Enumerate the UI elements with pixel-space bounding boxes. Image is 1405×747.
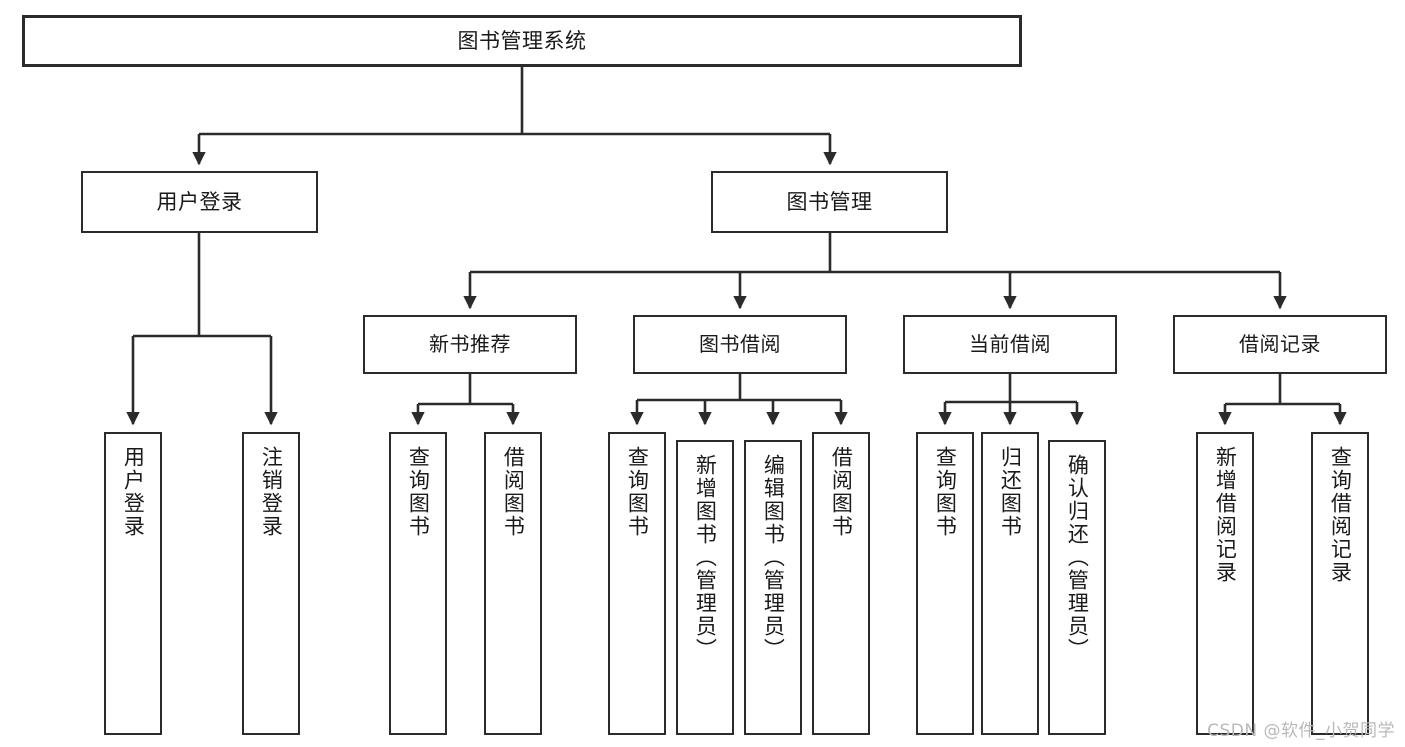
node-leaf-user-login[interactable]: 用户登录 (104, 432, 162, 735)
node-leaf-add-book-label: 新增图书（管理员） (693, 454, 718, 661)
node-leaf-borrow-book-1-label: 借阅图书 (501, 446, 526, 538)
node-leaf-return-book[interactable]: 归还图书 (981, 432, 1039, 735)
node-leaf-query-book-3[interactable]: 查询图书 (916, 432, 974, 735)
node-leaf-logout-login[interactable]: 注销登录 (242, 432, 300, 735)
node-leaf-query-book-1-label: 查询图书 (406, 446, 431, 538)
node-new-book-recommend[interactable]: 新书推荐 (363, 315, 577, 374)
node-book-borrow[interactable]: 图书借阅 (633, 315, 847, 374)
node-book-manage[interactable]: 图书管理 (711, 171, 948, 233)
node-user-login[interactable]: 用户登录 (81, 171, 318, 233)
node-borrow-record[interactable]: 借阅记录 (1173, 315, 1387, 374)
node-leaf-query-record-label: 查询借阅记录 (1328, 446, 1353, 584)
node-leaf-query-book-2-label: 查询图书 (625, 446, 650, 538)
node-leaf-query-book-2[interactable]: 查询图书 (608, 432, 666, 735)
node-leaf-borrow-book-2[interactable]: 借阅图书 (812, 432, 870, 735)
node-new-book-recommend-label: 新书推荐 (429, 332, 511, 356)
node-book-manage-label: 图书管理 (786, 189, 873, 214)
node-user-login-label: 用户登录 (156, 189, 243, 214)
node-borrow-record-label: 借阅记录 (1239, 332, 1321, 356)
node-current-borrow-label: 当前借阅 (969, 332, 1051, 356)
node-leaf-edit-book-label: 编辑图书（管理员） (761, 454, 786, 661)
node-leaf-add-record-label: 新增借阅记录 (1213, 446, 1238, 584)
node-leaf-return-book-label: 归还图书 (998, 446, 1023, 538)
node-leaf-query-record[interactable]: 查询借阅记录 (1311, 432, 1369, 735)
node-leaf-user-login-label: 用户登录 (121, 446, 146, 538)
node-leaf-query-book-1[interactable]: 查询图书 (389, 432, 447, 735)
node-leaf-query-book-3-label: 查询图书 (933, 446, 958, 538)
node-leaf-borrow-book-1[interactable]: 借阅图书 (484, 432, 542, 735)
node-root-label: 图书管理系统 (457, 28, 587, 53)
node-leaf-confirm-return-label: 确认归还（管理员） (1065, 454, 1090, 661)
node-leaf-add-record[interactable]: 新增借阅记录 (1196, 432, 1254, 735)
node-leaf-confirm-return[interactable]: 确认归还（管理员） (1048, 440, 1106, 735)
node-leaf-logout-login-label: 注销登录 (259, 446, 284, 538)
csdn-watermark: CSDN @软件_小贺同学 (1207, 721, 1395, 741)
node-leaf-edit-book[interactable]: 编辑图书（管理员） (744, 440, 802, 735)
node-leaf-borrow-book-2-label: 借阅图书 (829, 446, 854, 538)
node-book-borrow-label: 图书借阅 (699, 332, 781, 356)
node-root[interactable]: 图书管理系统 (22, 15, 1022, 67)
node-current-borrow[interactable]: 当前借阅 (903, 315, 1117, 374)
node-leaf-add-book[interactable]: 新增图书（管理员） (676, 440, 734, 735)
